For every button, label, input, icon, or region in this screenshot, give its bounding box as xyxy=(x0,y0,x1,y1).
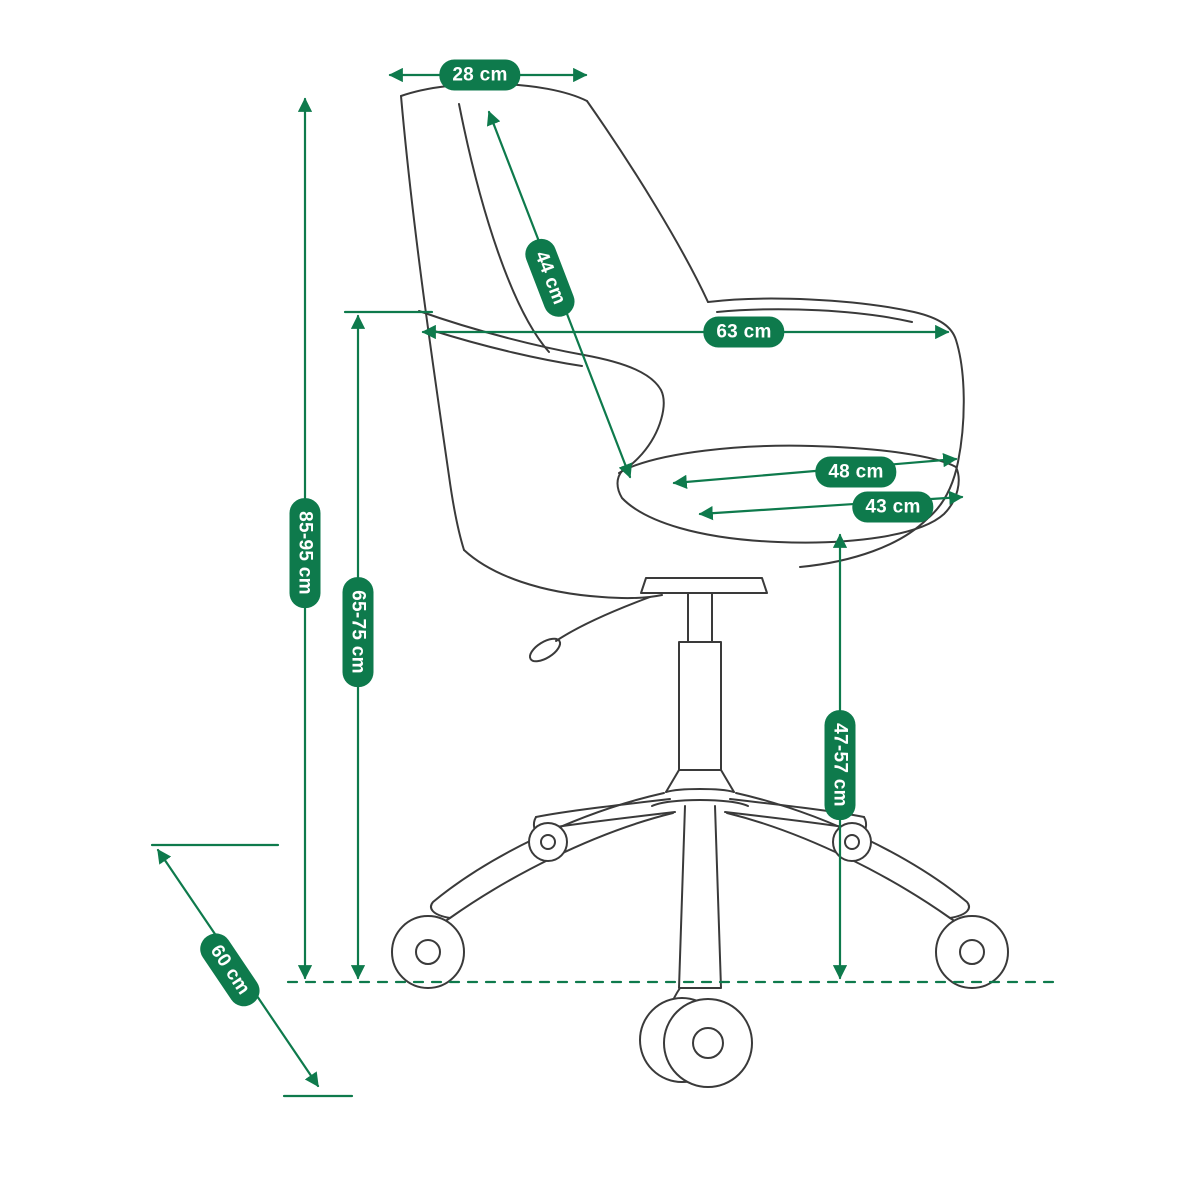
dimension-badge-seat-height: 47-57 cm xyxy=(824,710,856,820)
caster-hub-right xyxy=(959,939,985,965)
caster-hub-rear-left xyxy=(540,834,556,850)
gas-lift-cylinder xyxy=(678,641,722,771)
caster-wheel-rear-right xyxy=(832,822,872,862)
armrest-outer-rim xyxy=(418,310,665,474)
caster-hub-left xyxy=(415,939,441,965)
lever-handle xyxy=(528,637,562,663)
seat-cushion-top xyxy=(621,444,957,472)
seat-mechanism xyxy=(640,577,768,594)
backrest-left-edge xyxy=(400,95,465,551)
base-hub xyxy=(651,788,749,807)
dimension-badge-height-to-armrest: 65-75 cm xyxy=(342,577,374,687)
shell-rear-lower xyxy=(799,518,928,568)
backrest-inner-line xyxy=(458,103,550,353)
dimension-lines xyxy=(150,67,1064,1098)
dimension-badge-seat-depth: 48 cm xyxy=(815,456,897,488)
adjustment-lever xyxy=(555,596,651,642)
caster-wheel-right xyxy=(935,915,1009,989)
dimension-badge-total-height: 85-95 cm xyxy=(289,498,321,608)
shell-front-lower xyxy=(463,549,663,600)
dimension-badge-seat-width: 43 cm xyxy=(852,491,934,523)
shell-rear-rim-inner xyxy=(716,308,913,323)
backrest-right-edge xyxy=(586,100,709,303)
caster-hub-front xyxy=(692,1027,724,1059)
base-leg-front xyxy=(678,805,722,989)
caster-wheel-left xyxy=(391,915,465,989)
armrest-inner-line xyxy=(430,329,583,367)
dimension-badge-total-depth: 63 cm xyxy=(703,316,785,348)
chair-illustration xyxy=(391,82,1009,1088)
base-leg-rear-left xyxy=(535,798,676,828)
caster-wheel-rear-left xyxy=(528,822,568,862)
gas-lift-cone xyxy=(665,769,735,793)
dimension-badge-backrest-width: 28 cm xyxy=(439,59,521,91)
gas-lift-rod xyxy=(687,592,713,643)
dim-line-seat-depth xyxy=(672,452,958,490)
caster-wheel-front xyxy=(663,998,753,1088)
